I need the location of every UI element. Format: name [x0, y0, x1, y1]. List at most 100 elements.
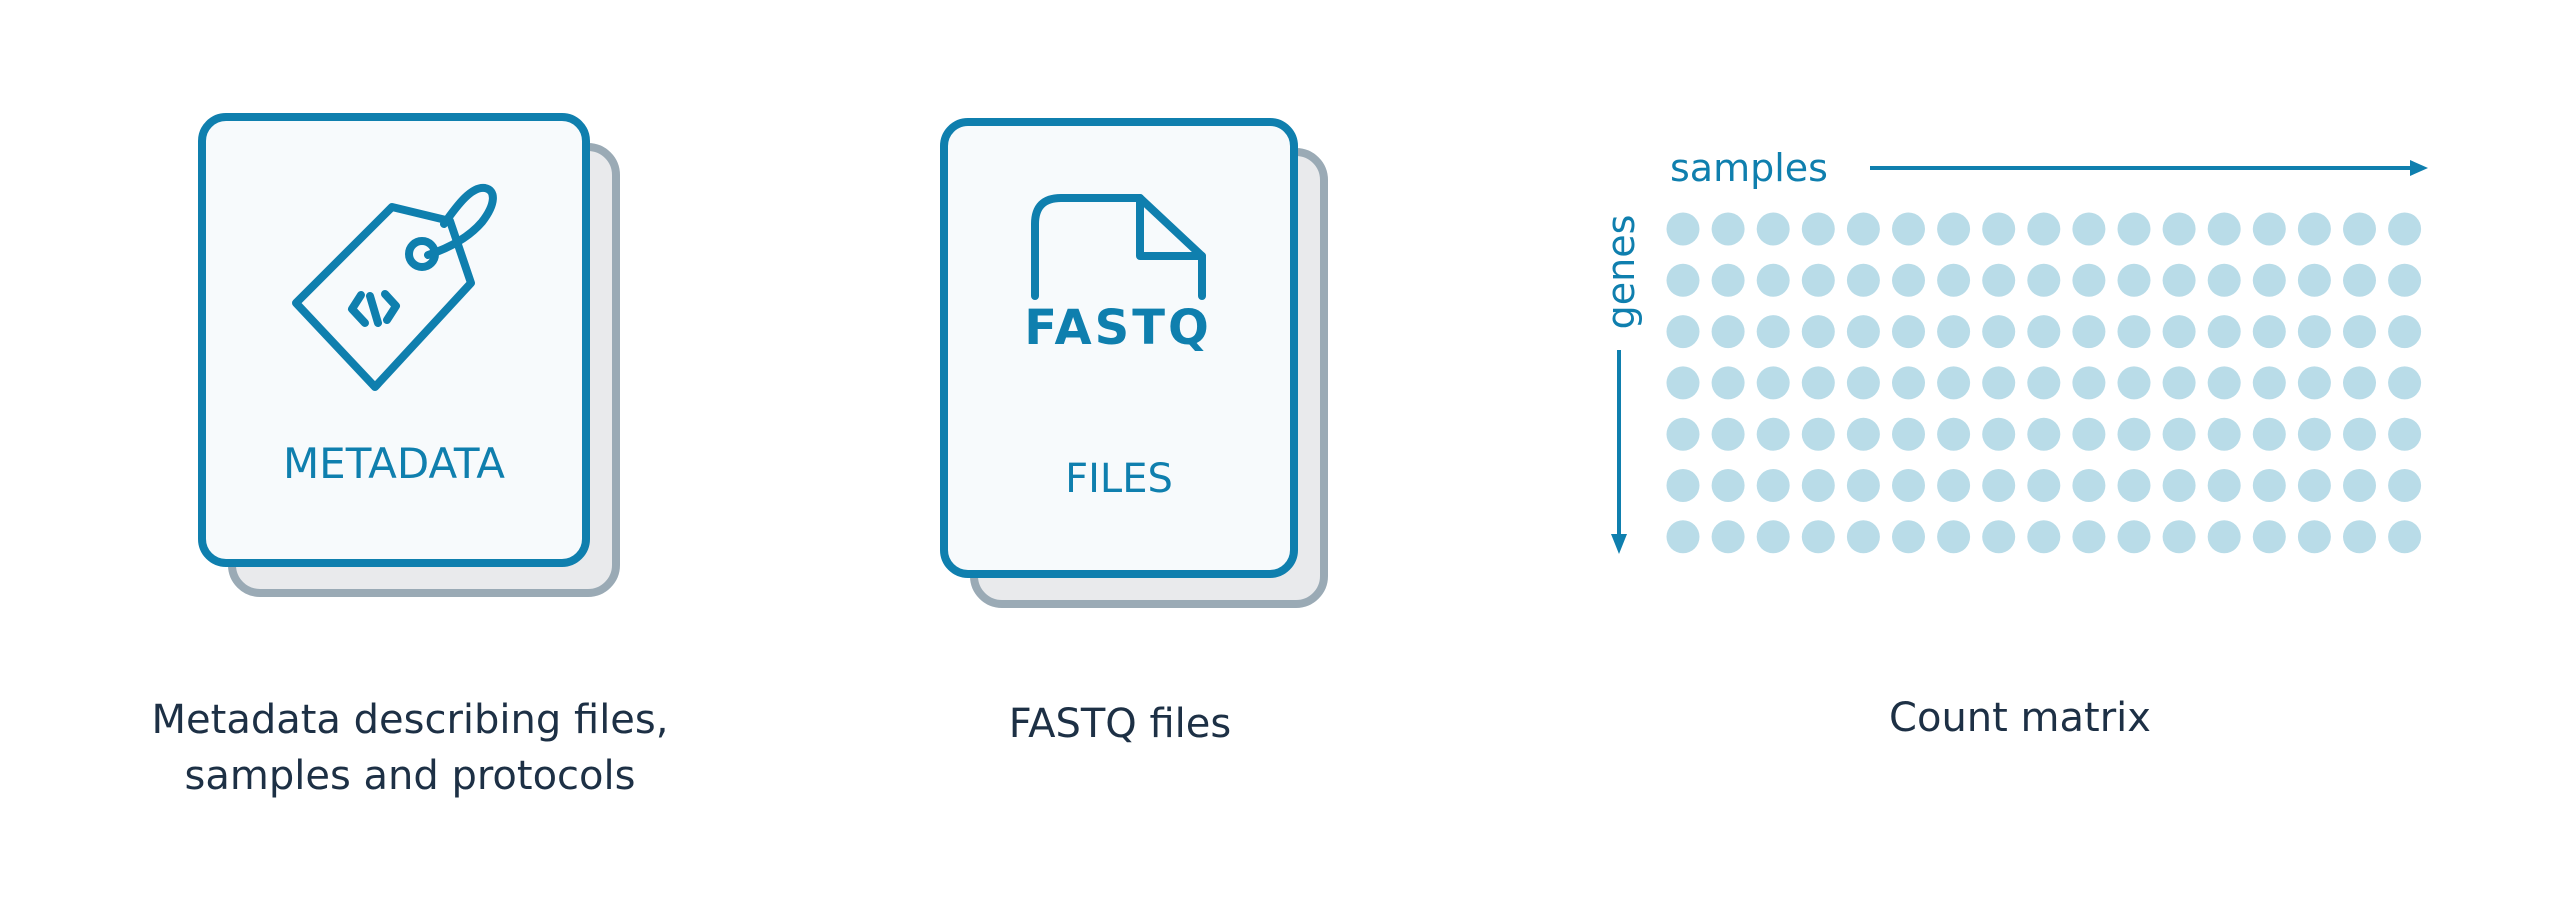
- fastq-caption: FASTQ files: [880, 696, 1360, 752]
- fastq-card-label: FILES: [1065, 456, 1173, 502]
- matrix-dot: [1666, 520, 1700, 554]
- matrix-dot: [2388, 315, 2422, 349]
- matrix-dot: [2072, 520, 2106, 554]
- matrix-dot: [2297, 263, 2331, 297]
- matrix-dot: [2072, 315, 2106, 349]
- matrix-dot: [2072, 212, 2106, 246]
- matrix-dot: [2252, 520, 2286, 554]
- matrix-dot: [2162, 469, 2196, 502]
- matrix-dot: [1666, 469, 1700, 502]
- matrix-dot: [2207, 212, 2241, 246]
- matrix-dot: [2297, 469, 2331, 502]
- matrix-dot: [2388, 366, 2422, 400]
- matrix-dot: [2252, 263, 2286, 297]
- matrix-dot: [2343, 212, 2376, 246]
- matrix-dot: [1756, 263, 1790, 297]
- matrix-dot: [1892, 417, 1925, 451]
- matrix-dot: [2207, 315, 2241, 349]
- matrix-dot: [2252, 366, 2286, 400]
- matrix-dot: [1711, 366, 1745, 400]
- matrix-dot: [2072, 469, 2106, 502]
- matrix-dot: [1937, 263, 1971, 297]
- metadata-caption-line1: Metadata describing files,: [151, 697, 669, 743]
- matrix-dot: [1982, 263, 2016, 297]
- matrix-dot: [1846, 469, 1880, 502]
- matrix-dot: [1892, 366, 1925, 400]
- matrix-dot: [1756, 212, 1790, 246]
- metadata-caption: Metadata describing files, samples and p…: [60, 692, 760, 804]
- matrix-dot: [1982, 469, 2016, 502]
- matrix-dot: [1892, 263, 1925, 297]
- matrix-dot: [1892, 212, 1925, 246]
- matrix-dot: [1756, 469, 1790, 502]
- matrix-dot: [2072, 263, 2106, 297]
- matrix-dot: [2027, 263, 2061, 297]
- matrix-dot: [2252, 212, 2286, 246]
- matrix-dot: [2207, 366, 2241, 400]
- matrix-dot: [2117, 469, 2151, 502]
- samples-label: samples: [1670, 146, 1828, 190]
- matrix-dot: [2027, 417, 2061, 451]
- metadata-card-label: METADATA: [283, 439, 505, 488]
- matrix-dot: [1982, 417, 2016, 451]
- fastq-caption-text: FASTQ files: [1008, 701, 1232, 747]
- matrix-dot: [2117, 366, 2151, 400]
- matrix-dot: [1937, 417, 1971, 451]
- matrix-dot: [1711, 469, 1745, 502]
- matrix-dot: [1666, 366, 1700, 400]
- metadata-card-front: [198, 113, 590, 567]
- matrix-dot: [2162, 520, 2196, 554]
- count-matrix: samples genes: [1599, 146, 2428, 554]
- genes-arrow: [1611, 350, 1627, 554]
- samples-arrow: [1870, 160, 2428, 176]
- matrix-dot: [1801, 263, 1835, 297]
- matrix-dot: [1756, 366, 1790, 400]
- matrix-dot: [1666, 315, 1700, 349]
- tag-icon: [292, 183, 497, 391]
- matrix-dot: [1756, 315, 1790, 349]
- matrix-dot: [2027, 469, 2061, 502]
- matrix-dot: [2343, 469, 2376, 502]
- matrix-dot: [1711, 263, 1745, 297]
- matrix-dot: [2027, 212, 2061, 246]
- matrix-dot: [1892, 315, 1925, 349]
- matrix-dot: [2343, 263, 2376, 297]
- matrix-dot: [2072, 417, 2106, 451]
- matrix-dot: [1892, 520, 1925, 554]
- matrix-dot: [1756, 417, 1790, 451]
- count-matrix-caption-text: Count matrix: [1889, 695, 2151, 741]
- matrix-dot: [2162, 417, 2196, 451]
- matrix-dot: [2207, 469, 2241, 502]
- matrix-dot: [1982, 212, 2016, 246]
- matrix-dot: [1846, 263, 1880, 297]
- matrix-dot: [1982, 315, 2016, 349]
- matrix-dot: [2207, 263, 2241, 297]
- matrix-dot: [2027, 520, 2061, 554]
- fastq-badge: FASTQ: [1024, 300, 1212, 356]
- matrix-dot: [2162, 315, 2196, 349]
- matrix-dot: [2117, 315, 2151, 349]
- matrix-dot: [1982, 520, 2016, 554]
- matrix-dot: [1801, 417, 1835, 451]
- matrix-dot: [2207, 520, 2241, 554]
- matrix-dot: [1711, 520, 1745, 554]
- matrix-dot: [1846, 315, 1880, 349]
- matrix-dot: [2117, 212, 2151, 246]
- matrix-dot: [1982, 366, 2016, 400]
- matrix-dot: [1846, 417, 1880, 451]
- matrix-dot: [1666, 212, 1700, 246]
- matrix-dot: [1801, 366, 1835, 400]
- matrix-dot: [2388, 469, 2422, 502]
- matrix-dot: [2297, 212, 2331, 246]
- fastq-card: FASTQ FILES: [940, 118, 1328, 608]
- matrix-dot: [2252, 315, 2286, 349]
- file-icon: [1031, 194, 1206, 300]
- matrix-dot: [2162, 366, 2196, 400]
- matrix-dot: [1892, 469, 1925, 502]
- matrix-dot: [2207, 417, 2241, 451]
- matrix-dot: [2162, 263, 2196, 297]
- metadata-caption-line2: samples and protocols: [184, 753, 636, 799]
- matrix-dot: [1801, 212, 1835, 246]
- dot-grid: [1666, 212, 2422, 554]
- matrix-dot: [2388, 417, 2422, 451]
